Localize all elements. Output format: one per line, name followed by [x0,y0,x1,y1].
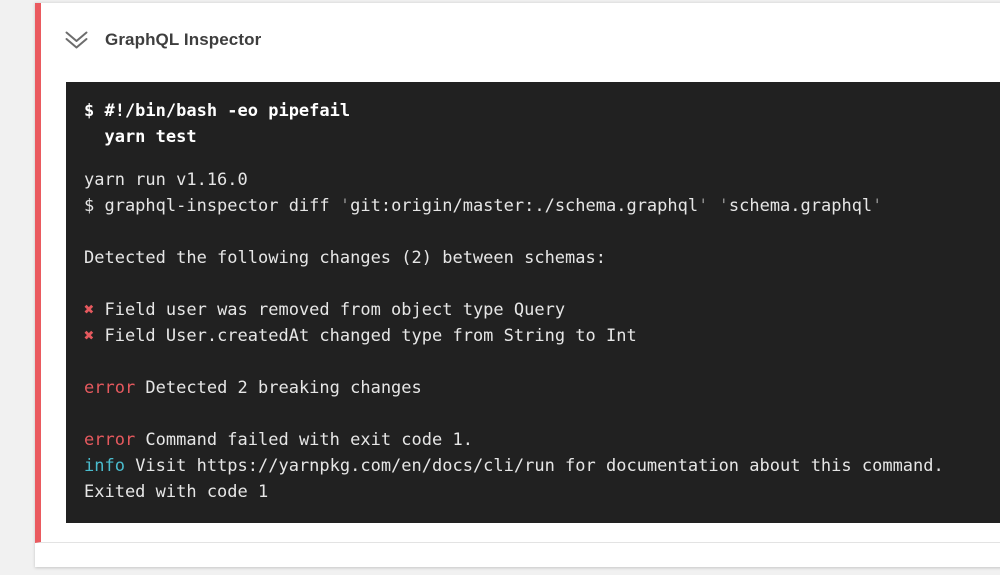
terminal-line: yarn test [84,127,197,147]
terminal-line [84,219,1000,245]
terminal-line: ✖ Field User.createdAt changed type from… [84,326,637,346]
terminal-line [84,401,1000,427]
terminal-line [84,349,1000,375]
terminal-output: $ #!/bin/bash -eo pipefail yarn test yar… [66,82,1000,523]
terminal-line: error Command failed with exit code 1. [84,430,473,450]
card-footer-space [35,543,1000,567]
terminal-line: $ #!/bin/bash -eo pipefail [84,101,351,121]
terminal-line: error Detected 2 breaking changes [84,378,422,398]
step-title: GraphQL Inspector [105,30,262,49]
terminal-line: yarn run v1.16.0 [84,170,248,190]
terminal-line: info Visit https://yarnpkg.com/en/docs/c… [84,456,944,476]
terminal-line: $ graphql-inspector diff 'git:origin/mas… [84,196,883,216]
terminal-line: Exited with code 1 [84,482,269,502]
chevron-double-down-icon[interactable] [63,29,90,51]
terminal-line: ✖ Field user was removed from object typ… [84,300,566,320]
terminal-output-block: yarn run v1.16.0 $ graphql-inspector diff… [84,167,1000,505]
failed-step-section: GraphQL Inspector $ #!/bin/bash -eo pipe… [35,3,1000,543]
step-header[interactable]: GraphQL Inspector [41,3,1000,53]
terminal-line: Detected the following changes (2) betwe… [84,248,606,268]
terminal-command-block: $ #!/bin/bash -eo pipefail yarn test [84,98,1000,150]
terminal-line [84,271,1000,297]
build-step-card: GraphQL Inspector $ #!/bin/bash -eo pipe… [35,2,1000,567]
